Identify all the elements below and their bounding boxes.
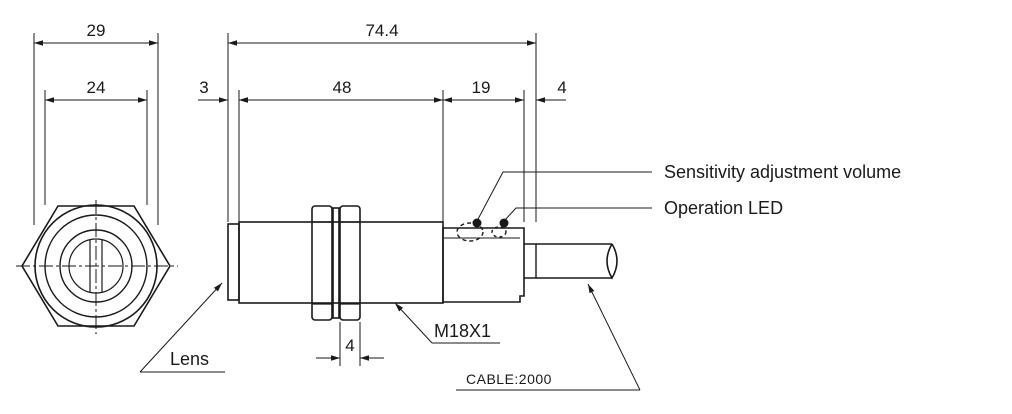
leader-sensitivity (476, 171, 652, 222)
rear-housing (442, 227, 525, 303)
callout-sensitivity: Sensitivity adjustment volume (664, 162, 901, 182)
cable-break (606, 243, 618, 280)
front-nut (311, 205, 333, 321)
leader-lens (139, 282, 223, 373)
leader-thread (394, 302, 433, 344)
front-view: 29 24 (16, 21, 178, 334)
leader-cable (587, 283, 641, 391)
dim-front-lip-label: 3 (199, 78, 208, 97)
dim-nut-thickness-label: 4 (345, 336, 354, 355)
callouts: Sensitivity adjustment volume Operation … (139, 162, 901, 391)
dim-face-width-label: 24 (87, 78, 106, 97)
front-lip (227, 223, 240, 301)
callout-thread: M18X1 (434, 321, 491, 341)
sensitivity-volume-knob (472, 218, 482, 228)
dim-overall-length-label: 74.4 (365, 21, 398, 40)
callout-lens: Lens (170, 349, 209, 369)
callout-led: Operation LED (664, 198, 783, 218)
washer (332, 207, 340, 319)
operation-led (499, 218, 509, 228)
cable-boot (524, 243, 537, 279)
side-view: 74.4 3 48 19 4 4 (198, 21, 618, 366)
leader-led (504, 207, 652, 221)
dim-rear-body-label: 19 (472, 78, 491, 97)
sensitivity-volume (456, 222, 484, 242)
operation-led-body (491, 226, 507, 238)
dim-hex-width-label: 29 (87, 21, 106, 40)
dim-cable-end-label: 4 (557, 78, 566, 97)
callout-cable: CABLE:2000 (466, 371, 552, 387)
dim-thread-length-label: 48 (333, 78, 352, 97)
rear-nut (339, 205, 361, 321)
threaded-body (238, 221, 444, 304)
